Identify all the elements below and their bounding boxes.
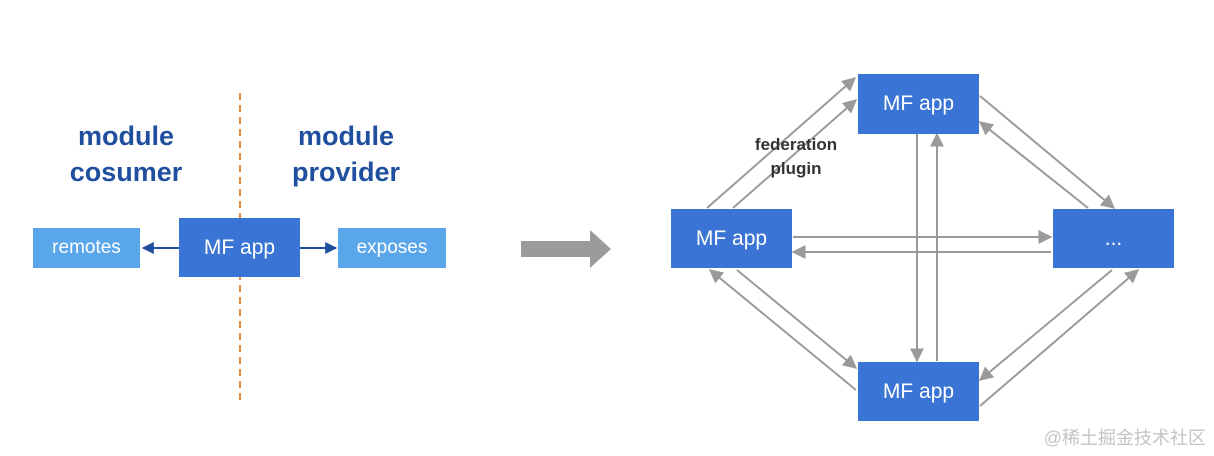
remotes-box: remotes bbox=[33, 228, 140, 268]
exposes-box: exposes bbox=[338, 228, 446, 268]
connector-left-top-a bbox=[706, 77, 857, 209]
mf-app-left-box: MF app bbox=[671, 209, 792, 268]
connector-bottom-right-b bbox=[979, 269, 1140, 407]
mf-app-center-box: MF app bbox=[179, 218, 300, 277]
mf-app-bottom-box: MF app bbox=[858, 362, 979, 421]
connector-left-bottom-a bbox=[708, 269, 857, 391]
transition-arrow bbox=[521, 230, 611, 268]
module-consumer-heading: module cosumer bbox=[69, 121, 183, 187]
ellipsis-box: ... bbox=[1053, 209, 1174, 268]
connector-top-right-a bbox=[979, 95, 1116, 209]
connector-left-top-b bbox=[732, 99, 858, 209]
module-provider-heading: module provider bbox=[291, 121, 401, 187]
connector-left-bottom-b bbox=[736, 269, 858, 369]
federation-plugin-label: federation plugin bbox=[754, 135, 838, 178]
watermark: @稀土掘金技术社区 bbox=[1043, 428, 1206, 448]
connector-top-right-b bbox=[978, 121, 1089, 209]
mf-app-top-box: MF app bbox=[858, 74, 979, 134]
connector-bottom-right-a bbox=[978, 269, 1113, 381]
